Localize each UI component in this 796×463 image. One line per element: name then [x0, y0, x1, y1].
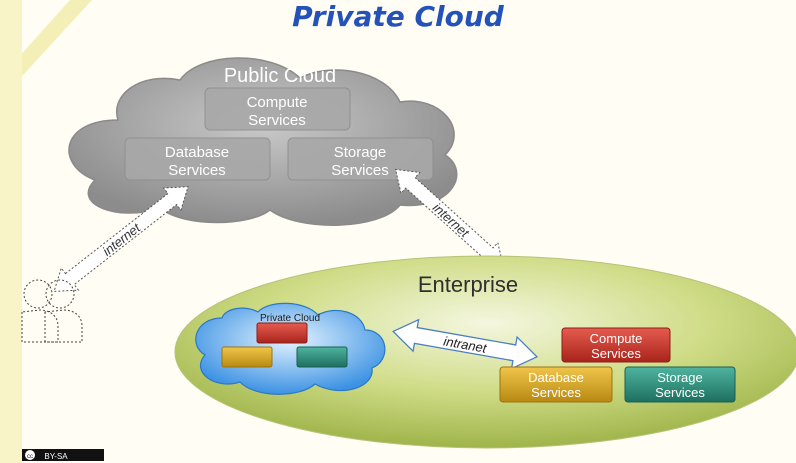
public-compute-line1: Compute	[247, 94, 308, 111]
license-label: BY-SA	[44, 452, 68, 461]
public-compute-line2: Services	[248, 112, 306, 129]
enterprise-compute-line1: Compute	[590, 331, 643, 346]
public-storage-line2: Services	[331, 162, 389, 179]
private-cloud-red-block	[256, 322, 308, 344]
public-database-box: Database Services	[124, 137, 271, 181]
enterprise-storage-line1: Storage	[657, 370, 703, 385]
public-storage-line1: Storage	[334, 144, 387, 161]
enterprise-compute-line2: Services	[591, 346, 641, 361]
public-database-line2: Services	[168, 162, 226, 179]
page-title: Private Cloud	[292, 0, 504, 33]
enterprise-database-line1: Database	[528, 370, 584, 385]
private-cloud: Private Cloud	[195, 302, 386, 395]
private-cloud-label: Private Cloud	[260, 313, 320, 324]
private-cloud-yellow-block	[221, 346, 273, 368]
enterprise-database-box: Database Services	[499, 366, 613, 403]
enterprise-storage-line2: Services	[655, 385, 705, 400]
public-database-line1: Database	[165, 144, 229, 161]
users-icon	[21, 279, 83, 343]
corner-highlight	[0, 0, 92, 100]
enterprise-storage-box: Storage Services	[624, 366, 736, 403]
internet-left-label: internet	[100, 219, 144, 258]
enterprise-label: Enterprise	[418, 272, 518, 297]
left-margin-strip	[0, 0, 22, 463]
public-compute-box: Compute Services	[204, 87, 351, 131]
cc-icon: cc	[27, 454, 33, 460]
private-cloud-teal-block	[296, 346, 348, 368]
enterprise-compute-box: Compute Services	[561, 327, 671, 363]
enterprise-database-line2: Services	[531, 385, 581, 400]
intranet-arrow: intranet	[392, 318, 539, 370]
license-badge: cc BY-SA	[22, 449, 104, 461]
internet-right-label: internet	[430, 200, 473, 241]
public-cloud-label: Public Cloud	[224, 65, 336, 87]
